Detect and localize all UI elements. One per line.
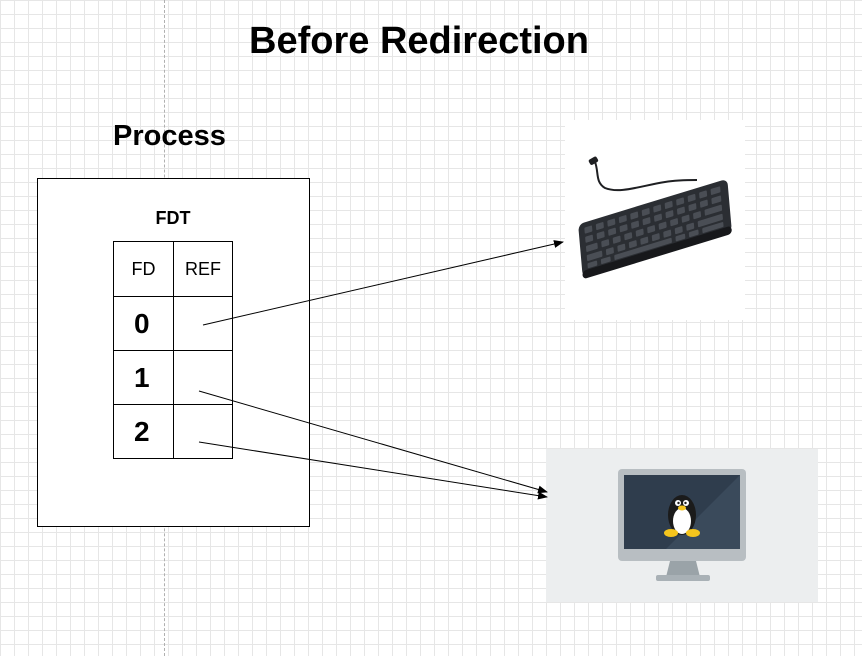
- ref-header: REF: [173, 241, 233, 297]
- arrow-fd2-to-monitor: [198, 441, 548, 500]
- fdt-row: 1: [113, 350, 233, 405]
- process-label: Process: [113, 120, 226, 152]
- fd-header: FD: [113, 241, 174, 297]
- fdt-header-row: FD REF: [113, 241, 233, 297]
- arrow-fd1-to-monitor: [198, 390, 548, 494]
- fdt-row: 2: [113, 404, 233, 459]
- linux-monitor-icon: [618, 469, 746, 581]
- keyboard-icon: [578, 156, 732, 279]
- arrow-fd0-to-keyboard: [202, 240, 564, 326]
- fd-cell: 1: [113, 350, 174, 405]
- fdt-row: 0: [113, 296, 233, 351]
- ref-cell: [173, 296, 233, 351]
- ref-cell: [173, 404, 233, 459]
- keyboard-device: [565, 120, 745, 320]
- fd-cell: 2: [113, 404, 174, 459]
- fd-cell: 0: [113, 296, 174, 351]
- diagram-title: Before Redirection: [249, 20, 589, 62]
- fdt-table: FD REF 0 1 2: [113, 241, 233, 459]
- ref-cell: [173, 350, 233, 405]
- fdt-label: FDT: [155, 208, 191, 228]
- monitor-device: [546, 449, 818, 602]
